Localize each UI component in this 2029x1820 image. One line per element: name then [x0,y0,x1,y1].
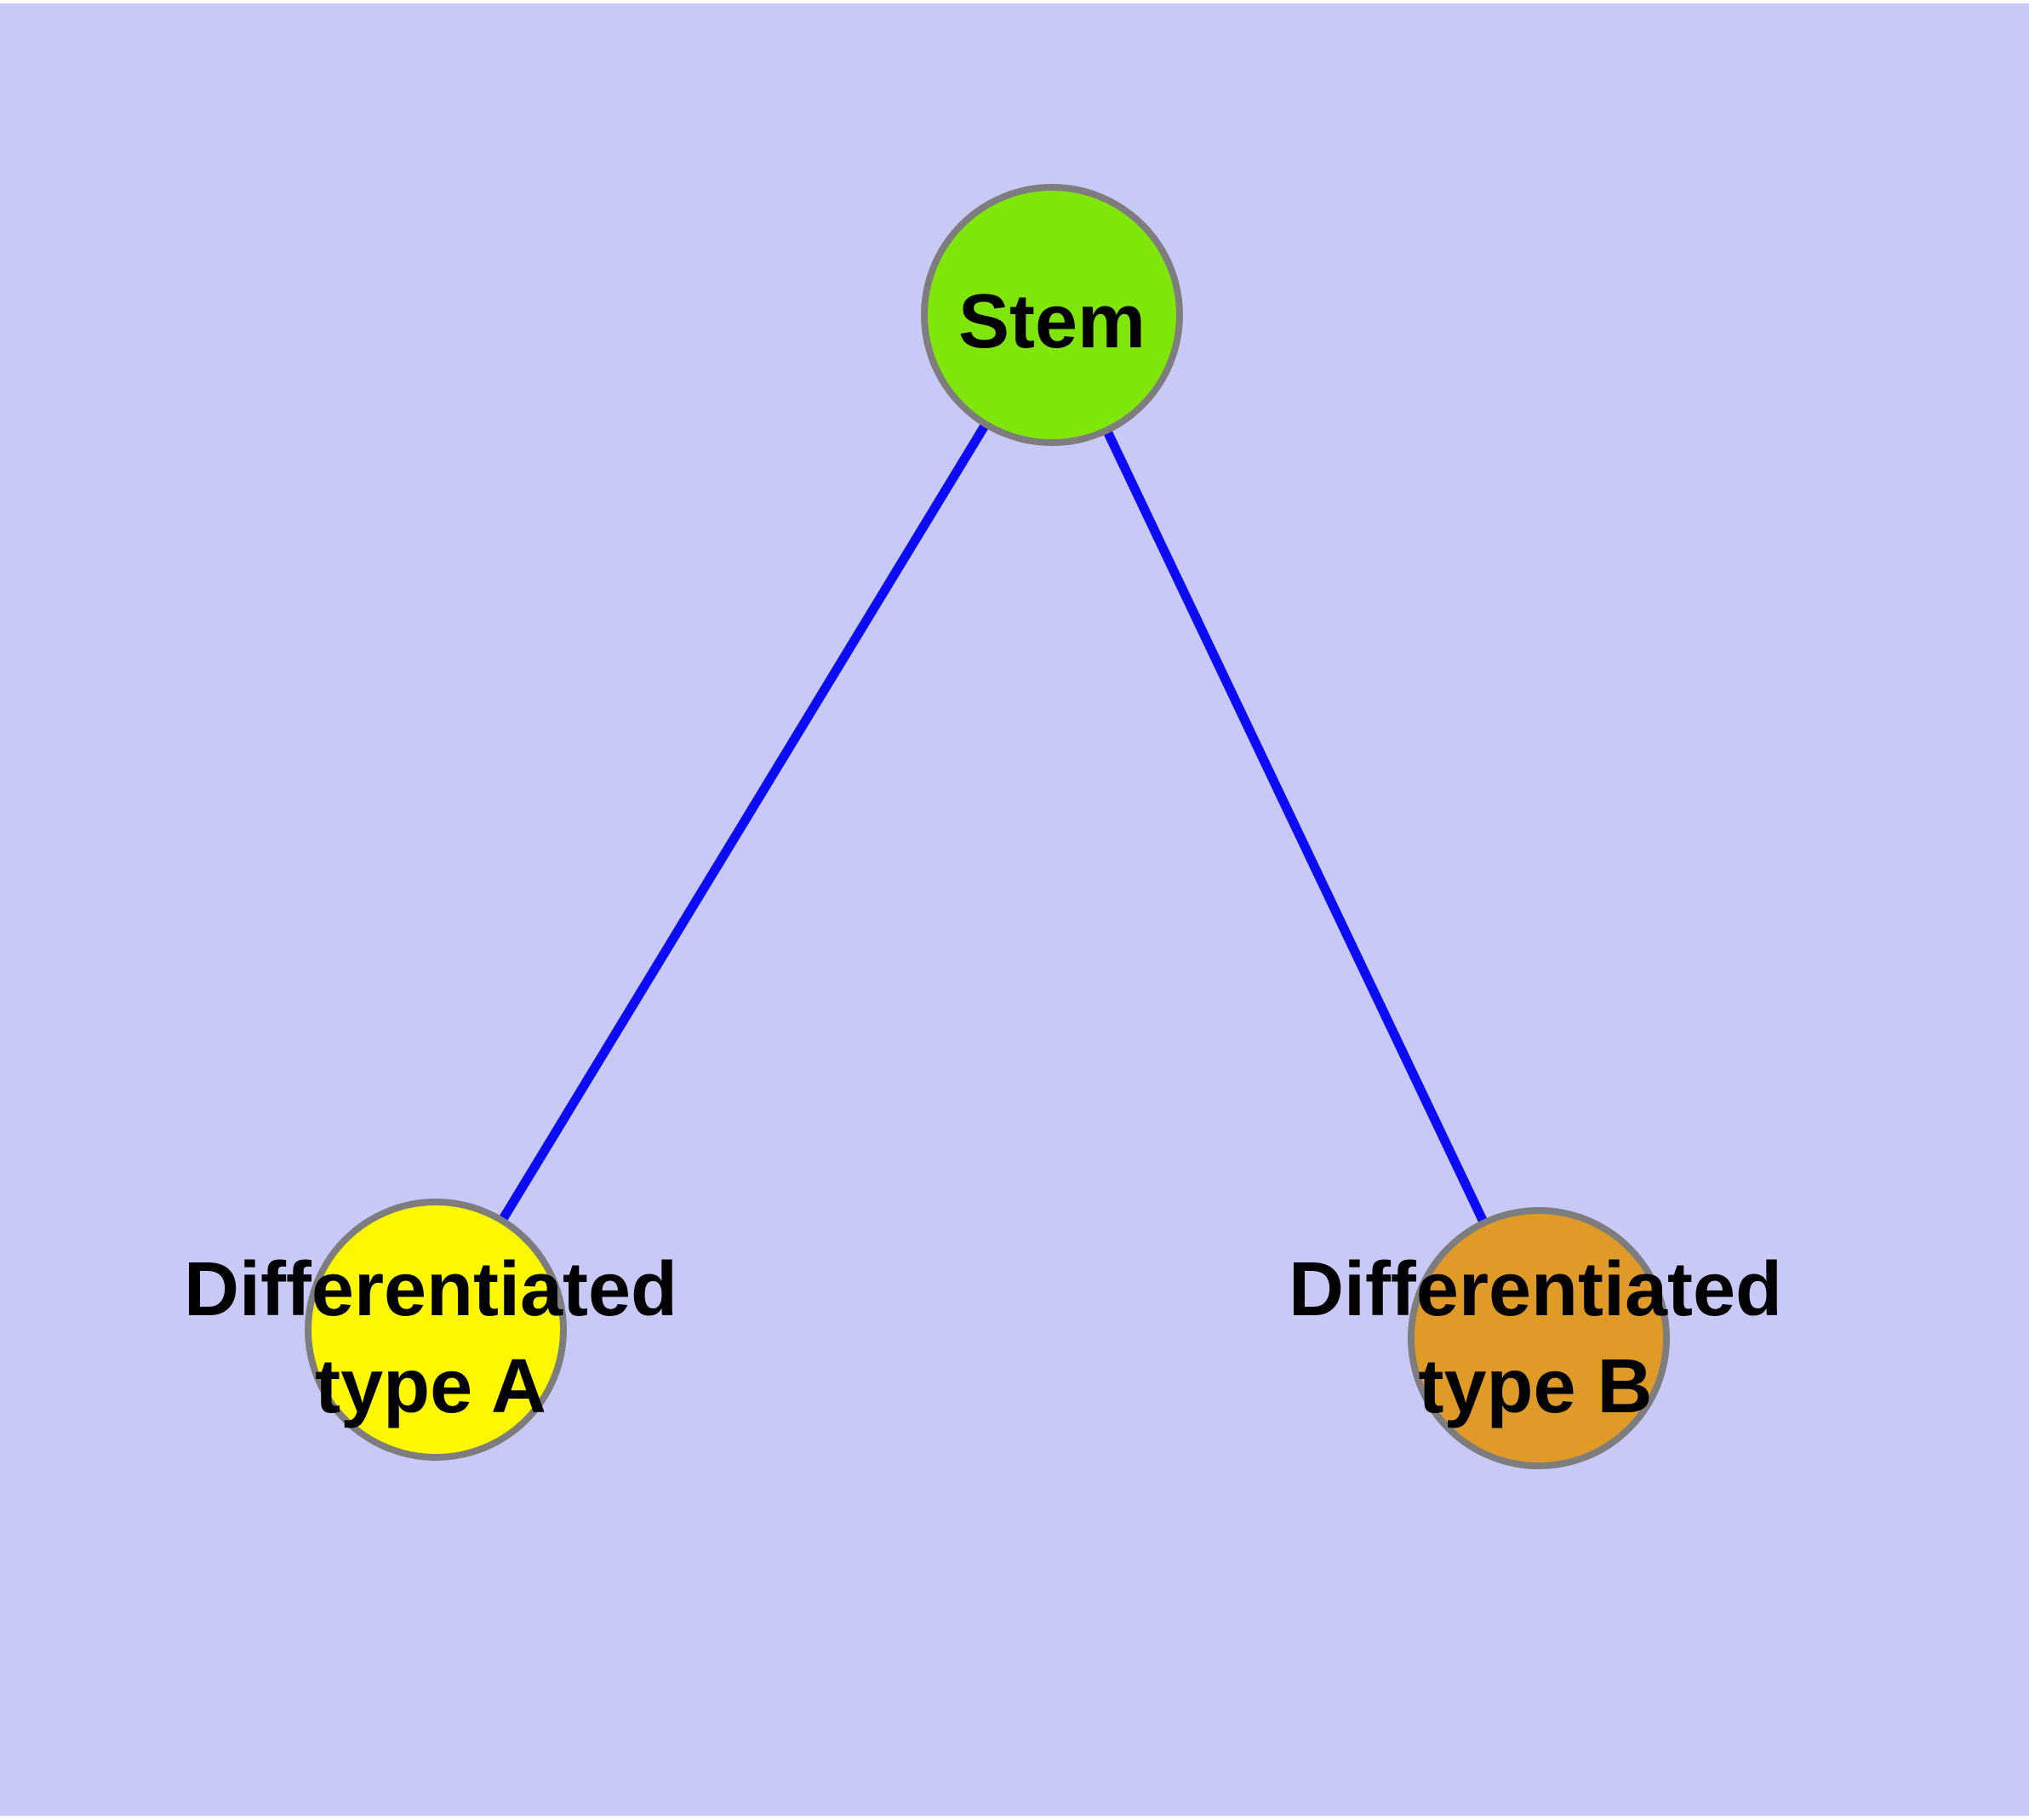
node-differentiated-type-b-label-line1: Differentiated [1289,1247,1782,1332]
node-stem-label: Stem [958,279,1146,364]
node-differentiated-type-a [305,1199,567,1461]
edge-stem-to-type-b [1048,312,1543,1341]
node-differentiated-type-b-label-line2: type B [1418,1344,1652,1429]
edge-stem-to-type-a [432,312,1056,1332]
node-differentiated-type-a-label-line1: Differentiated [184,1247,677,1332]
node-stem [921,184,1183,446]
node-differentiated-type-a-label-line2: type A [315,1344,546,1429]
node-differentiated-type-b [1408,1207,1670,1469]
